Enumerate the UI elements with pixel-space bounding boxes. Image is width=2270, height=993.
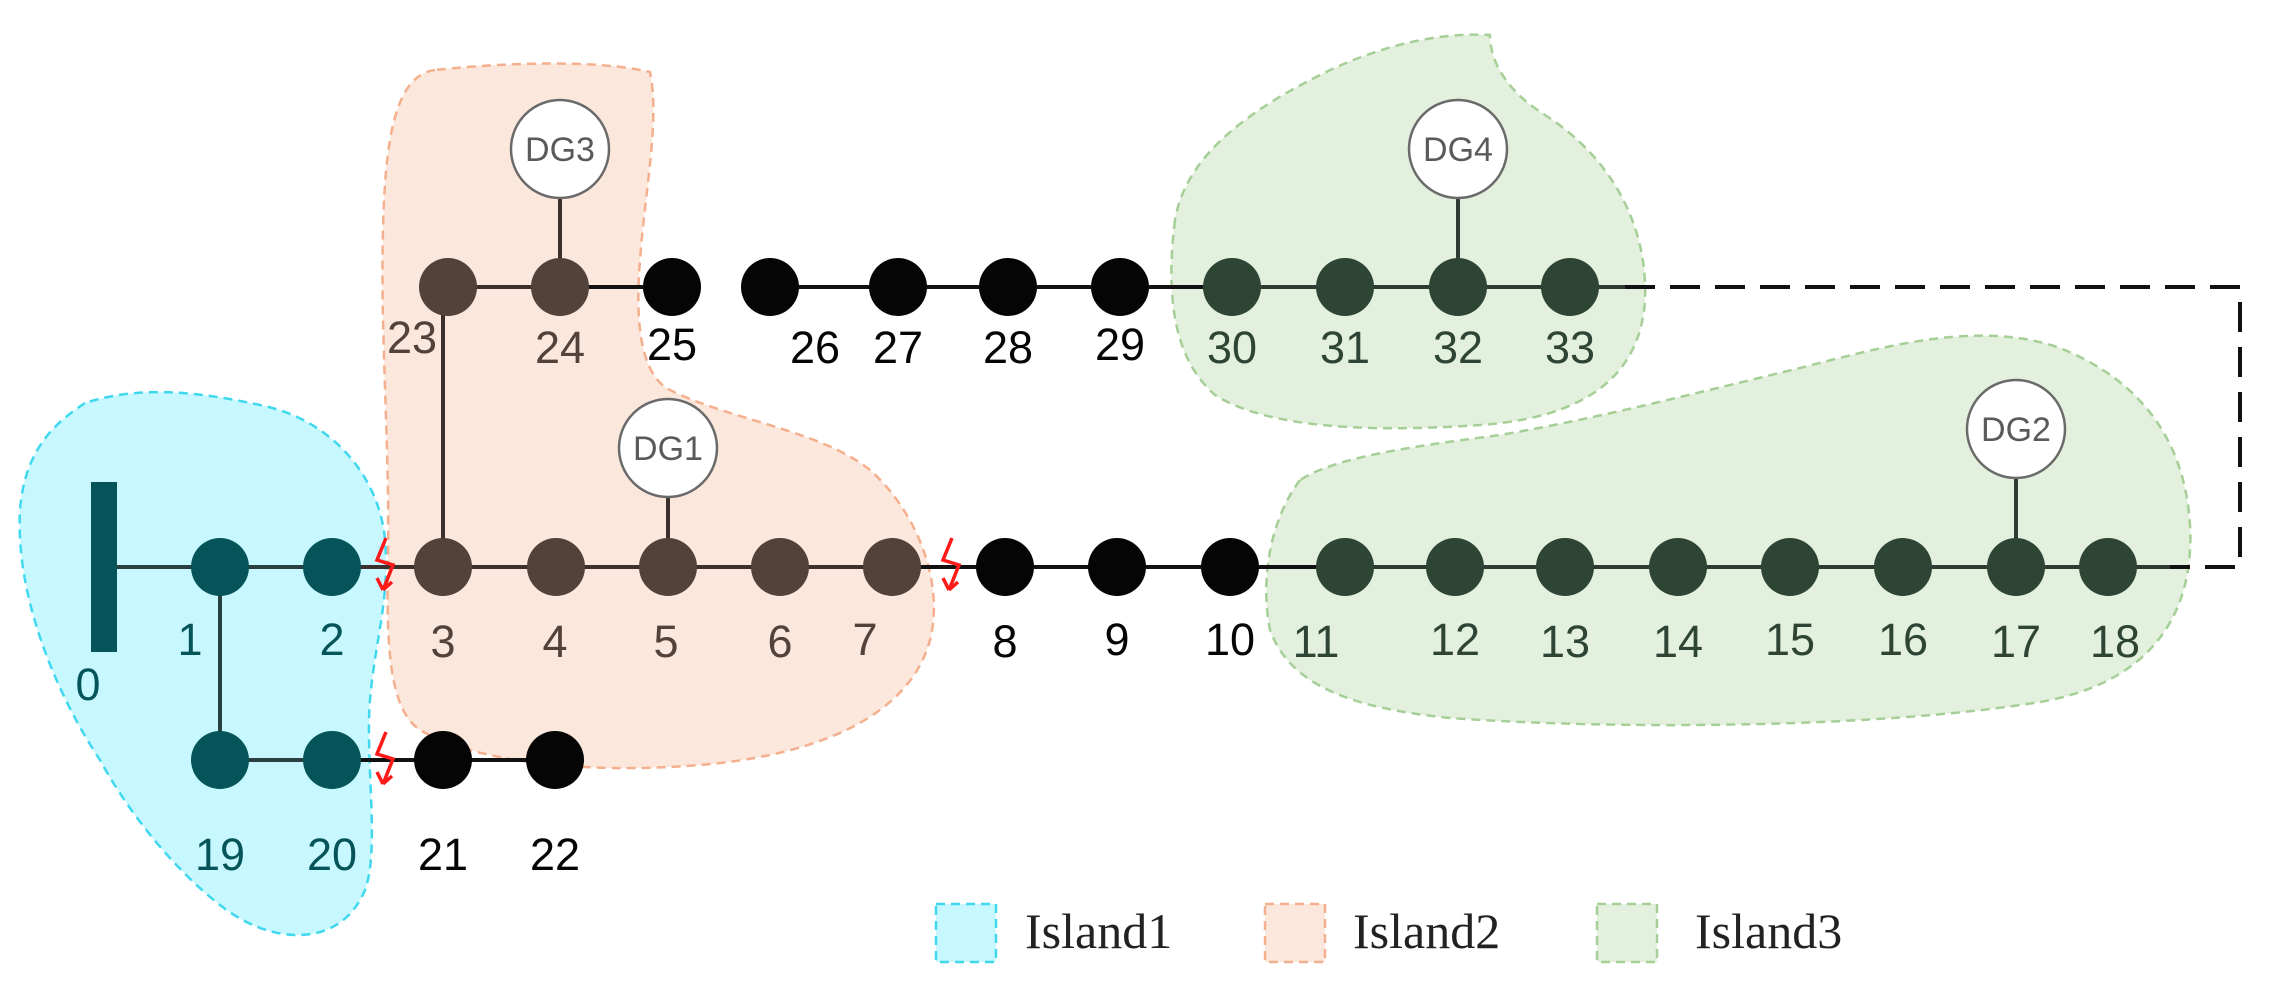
node-label-17: 17 — [1991, 616, 2041, 667]
node-label-15: 15 — [1765, 614, 1815, 665]
node-label-29: 29 — [1095, 319, 1145, 370]
node-30 — [1203, 258, 1261, 316]
node-11 — [1316, 538, 1374, 596]
node-label-22: 22 — [530, 829, 580, 880]
node-19 — [191, 731, 249, 789]
node-14 — [1649, 538, 1707, 596]
dg4-circle — [1407, 98, 1509, 200]
node-label-18: 18 — [2090, 616, 2140, 667]
dg1-label: DG1 — [633, 430, 703, 468]
legend-swatch-island2 — [1263, 902, 1327, 964]
legend-label-island1: Island1 — [1025, 903, 1172, 959]
dg2-circle — [1965, 378, 2067, 480]
dg4-unit: DG4 — [1407, 98, 1509, 200]
node-25 — [643, 258, 701, 316]
source-bus-label: 0 — [75, 659, 100, 710]
legend-swatch-island3 — [1595, 902, 1659, 964]
island3-region-top — [1170, 33, 1647, 430]
node-18 — [2079, 538, 2137, 596]
node-33 — [1541, 258, 1599, 316]
node-label-26: 26 — [790, 322, 840, 373]
node-label-25: 25 — [647, 319, 697, 370]
node-label-3: 3 — [430, 616, 455, 667]
node-label-28: 28 — [983, 322, 1033, 373]
dg2-unit: DG2 — [1965, 378, 2067, 480]
node-label-30: 30 — [1207, 322, 1257, 373]
dg-units: DG1 DG2 DG3 DG4 — [509, 98, 2067, 499]
legend-label-island2: Island2 — [1353, 903, 1500, 959]
node-17 — [1987, 538, 2045, 596]
node-23 — [419, 258, 477, 316]
node-label-14: 14 — [1653, 616, 1703, 667]
legend: Island1 Island2 Island3 — [934, 902, 1842, 964]
node-2 — [303, 538, 361, 596]
node-label-16: 16 — [1878, 614, 1928, 665]
node-26 — [741, 258, 799, 316]
node-9 — [1088, 538, 1146, 596]
node-16 — [1874, 538, 1932, 596]
node-label-7: 7 — [852, 614, 877, 665]
node-27 — [869, 258, 927, 316]
bus-node-labels: 1 2 3 4 5 6 7 8 9 10 11 12 13 14 15 16 1… — [177, 312, 2140, 880]
dg4-label: DG4 — [1423, 131, 1493, 169]
fault-icon-2-3 — [374, 537, 396, 592]
dg1-unit: DG1 — [617, 397, 719, 499]
node-label-2: 2 — [319, 614, 344, 665]
node-6 — [751, 538, 809, 596]
island3-region-bottom — [1265, 334, 2192, 727]
node-21 — [414, 731, 472, 789]
dg1-circle — [617, 397, 719, 499]
fault-icon-20-21 — [374, 731, 396, 786]
node-label-24: 24 — [535, 322, 585, 373]
legend-label-island3: Island3 — [1695, 903, 1842, 959]
node-12 — [1426, 538, 1484, 596]
node-label-1: 1 — [177, 614, 202, 665]
dg3-unit: DG3 — [509, 98, 611, 200]
node-label-4: 4 — [542, 616, 567, 667]
node-label-33: 33 — [1545, 322, 1595, 373]
node-label-12: 12 — [1430, 614, 1480, 665]
node-label-13: 13 — [1540, 616, 1590, 667]
node-5 — [639, 538, 697, 596]
node-10 — [1201, 538, 1259, 596]
node-label-11: 11 — [1293, 616, 1340, 667]
node-29 — [1091, 258, 1149, 316]
node-31 — [1316, 258, 1374, 316]
node-13 — [1536, 538, 1594, 596]
node-32 — [1429, 258, 1487, 316]
dg3-label: DG3 — [525, 131, 595, 169]
node-label-9: 9 — [1104, 614, 1129, 665]
bus-nodes — [191, 258, 2137, 789]
fault-icon-7-8 — [940, 537, 962, 592]
node-label-19: 19 — [195, 829, 245, 880]
tie-line-33-18 — [1625, 285, 2242, 569]
node-label-10: 10 — [1205, 614, 1255, 665]
node-7 — [863, 538, 921, 596]
node-22 — [526, 731, 584, 789]
node-label-20: 20 — [307, 829, 357, 880]
fault-markers — [374, 537, 962, 786]
node-1 — [191, 538, 249, 596]
node-24 — [531, 258, 589, 316]
node-label-27: 27 — [873, 322, 923, 373]
source-bus-bar — [91, 482, 117, 652]
node-15 — [1761, 538, 1819, 596]
node-label-8: 8 — [992, 616, 1017, 667]
node-20 — [303, 731, 361, 789]
node-label-23: 23 — [387, 312, 437, 363]
node-4 — [527, 538, 585, 596]
node-label-21: 21 — [418, 829, 468, 880]
node-3 — [414, 538, 472, 596]
dg2-label: DG2 — [1981, 411, 2051, 449]
node-28 — [979, 258, 1037, 316]
node-label-6: 6 — [767, 616, 792, 667]
node-label-32: 32 — [1433, 322, 1483, 373]
node-label-31: 31 — [1320, 322, 1370, 373]
node-8 — [976, 538, 1034, 596]
node-label-5: 5 — [653, 616, 678, 667]
dg3-circle — [509, 98, 611, 200]
legend-swatch-island1 — [934, 902, 998, 964]
